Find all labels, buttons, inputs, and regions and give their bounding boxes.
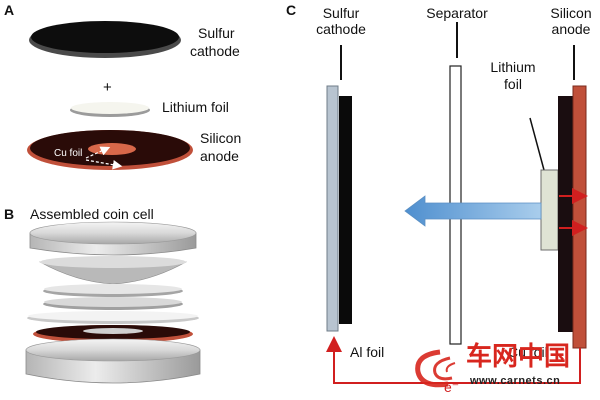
c-lithium-label-line1: Lithium — [490, 59, 536, 75]
watermark-logo — [415, 349, 456, 388]
plus-sign: + — [103, 79, 112, 96]
al-foil-label: Al foil — [350, 344, 385, 360]
sulfur-cathode-disk — [29, 21, 181, 58]
watermark-url: www.carnets.cn — [470, 375, 561, 387]
electron-label: e⁻ — [444, 379, 460, 395]
sulfur-cathode-label-line1: Sulfur — [198, 25, 235, 41]
lithium-foil-label: Lithium foil — [162, 99, 229, 115]
c-sulfur-label-line1: Sulfur — [322, 5, 360, 21]
c-silicon-label-line1: Silicon — [550, 5, 592, 21]
coin-cell-stack — [25, 221, 201, 384]
silicon-anode-layer — [558, 96, 573, 332]
silicon-anode-label-line1: Silicon — [200, 130, 242, 146]
silicon-anode-label-line2: anode — [200, 148, 239, 164]
sulfur-cathode-layer — [339, 96, 352, 324]
cu-foil-layer — [572, 85, 587, 349]
c-silicon-label-line2: anode — [551, 21, 591, 37]
silicon-anode-disk — [27, 130, 193, 170]
assembled-coin-cell-label: Assembled coin cell — [30, 206, 154, 222]
al-foil-layer — [326, 85, 339, 332]
sulfur-cathode-label-line2: cathode — [190, 43, 240, 59]
watermark-brand: 车网中国 — [466, 342, 571, 372]
panel-a-label: A — [4, 2, 15, 18]
c-lithium-label-line2: foil — [504, 76, 522, 92]
cu-foil-label-c: Cu foil — [508, 344, 548, 360]
li-ion-arrow — [404, 195, 542, 227]
li-ion-label: Li⁺ — [484, 184, 501, 199]
cu-foil-label-a: Cu foil — [54, 148, 83, 159]
c-separator-label: Separator — [426, 5, 488, 21]
c-sulfur-label-line2: cathode — [316, 21, 366, 37]
external-circuit — [326, 336, 581, 384]
panel-b-label: B — [4, 206, 15, 222]
panel-c-label: C — [286, 2, 297, 18]
lithium-leader — [529, 117, 545, 171]
lithium-foil-disk — [70, 102, 150, 117]
lithium-foil-piece — [540, 169, 559, 251]
